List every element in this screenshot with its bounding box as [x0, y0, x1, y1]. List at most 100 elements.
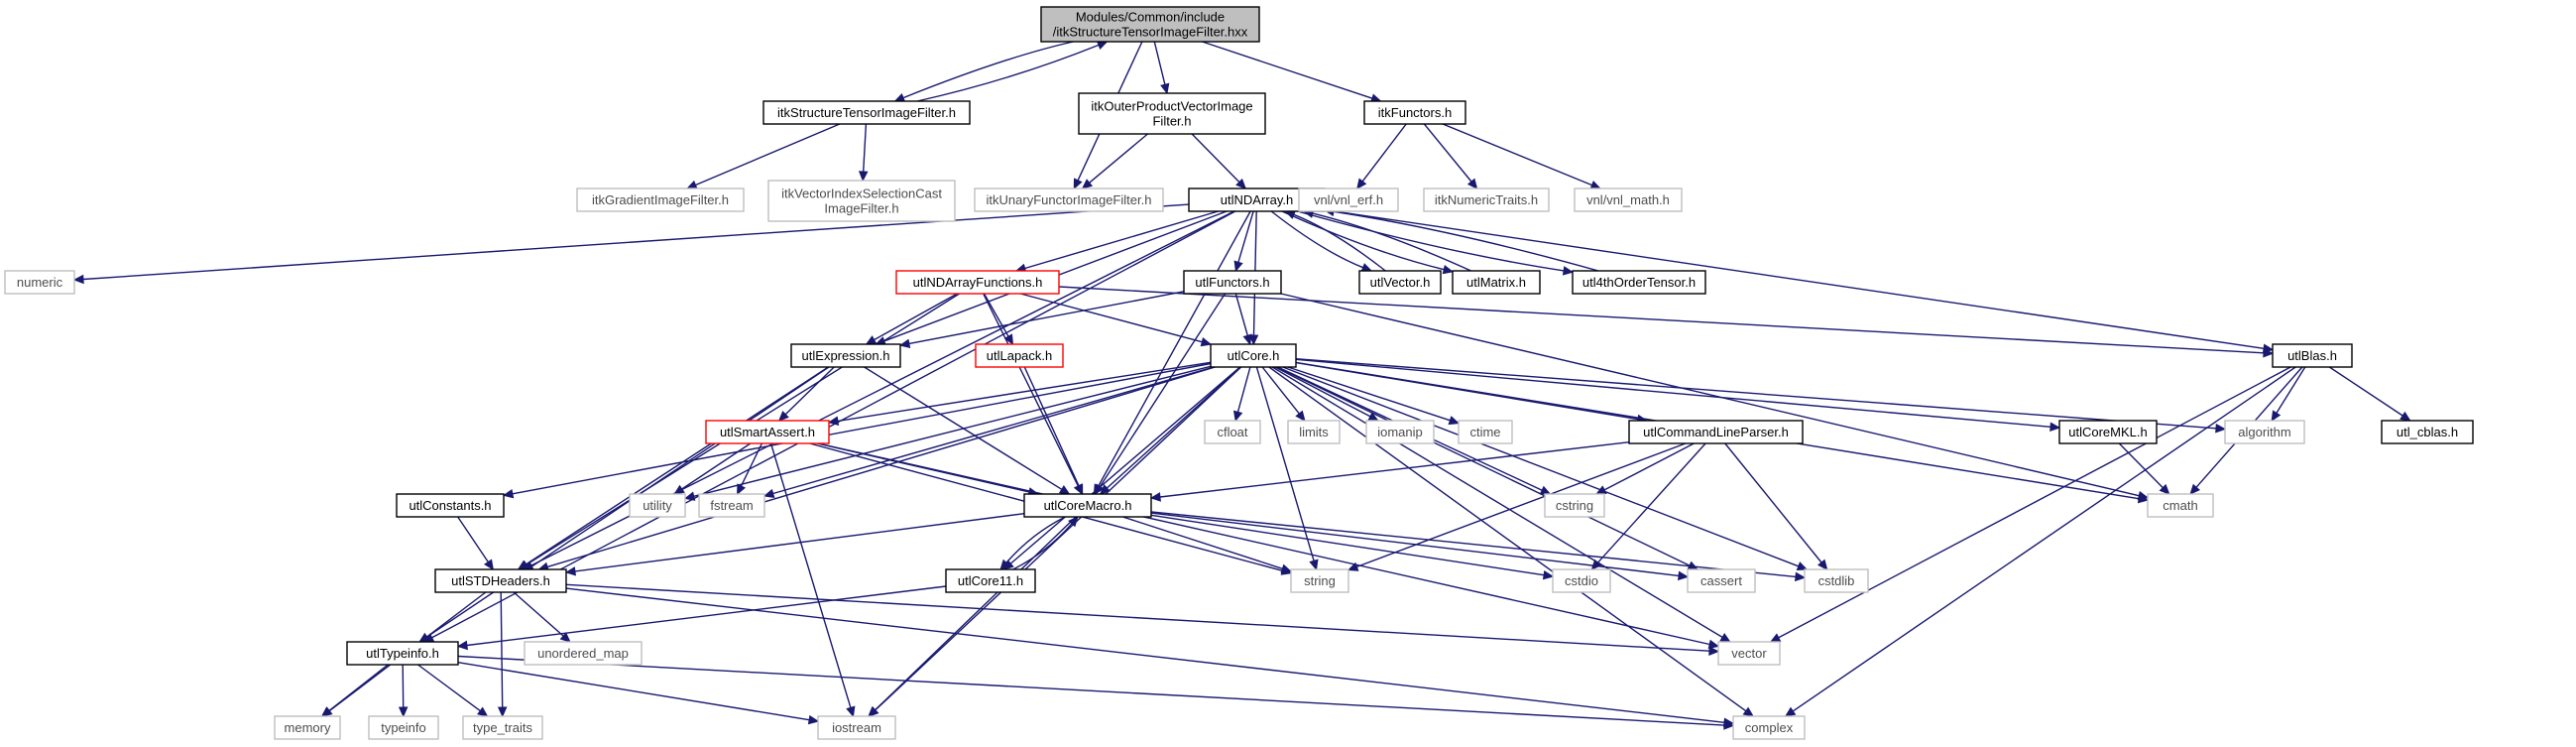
edge-line: [1150, 512, 1680, 577]
edge-line: [693, 365, 1212, 497]
node-ucore11[interactable]: utlCore11.h: [945, 568, 1036, 593]
node-ucoremacro[interactable]: utlCoreMacro.h: [1023, 493, 1152, 518]
node-iostream: iostream: [817, 715, 896, 740]
arrowhead: [2049, 422, 2061, 433]
edge-line: [1237, 210, 1254, 263]
node-ucore[interactable]: utlCore.h: [1210, 343, 1297, 368]
edge-ucore-to-ucoremkl: [1295, 358, 2061, 433]
node-box: [1452, 270, 1541, 295]
node-cstring: cstring: [1544, 493, 1605, 518]
arrowhead: [1347, 561, 1359, 571]
arrowhead: [777, 410, 789, 422]
node-ucmd[interactable]: utlCommandLineParser.h: [1628, 420, 1804, 444]
node-box: [368, 715, 439, 740]
edge-ucoremacro-to-cstdlib: [1150, 511, 1807, 582]
edge-ucmd-to-cstdlib: [1724, 442, 1828, 570]
node-label: utl_cblas.h: [2397, 425, 2458, 439]
edge-line: [1297, 210, 1565, 272]
node-usmart[interactable]: utlSmartAssert.h: [705, 420, 830, 444]
node-utypeinfo[interactable]: utlTypeinfo.h: [346, 641, 459, 666]
node-box: [1544, 493, 1605, 518]
edge-line: [875, 516, 1077, 711]
node-label: iomanip: [1377, 425, 1423, 439]
edge-line: [426, 366, 830, 638]
edge-ucore-to-limits: [1261, 366, 1306, 422]
node-cstdlib: cstdlib: [1804, 568, 1869, 593]
node-box: [1365, 420, 1435, 444]
edge-line: [1099, 293, 1227, 487]
edge-nda-to-ufunctors: [1233, 210, 1254, 273]
node-ublas[interactable]: utlBlas.h: [2272, 343, 2353, 368]
edge-line: [1098, 210, 1251, 487]
edge-usmart-to-vector: [817, 442, 1720, 650]
edge-line: [1024, 210, 1219, 270]
node-cfloat: cfloat: [1204, 420, 1261, 444]
node-label: utlMatrix.h: [1466, 275, 1526, 290]
arrowhead: [398, 706, 409, 718]
node-ulapack[interactable]: utlLapack.h: [975, 343, 1064, 368]
node-memory: memory: [274, 715, 341, 740]
node-nda[interactable]: utlNDArray.h: [1188, 187, 1326, 212]
node-box: [1204, 420, 1261, 444]
edge-ublas-to-algorithm: [2271, 366, 2306, 423]
node-box: [975, 343, 1064, 368]
edge-ucmd-to-ucoremacro: [1149, 441, 1630, 502]
node-u4th[interactable]: utl4thOrderTensor.h: [1572, 270, 1706, 295]
node-uconst[interactable]: utlConstants.h: [396, 493, 505, 518]
arrowhead: [999, 559, 1010, 570]
node-stif[interactable]: itkStructureTensorImageFilter.h: [762, 100, 971, 125]
arrowhead: [559, 632, 571, 643]
node-box: [1358, 270, 1442, 295]
node-grad: itkGradientImageFilter.h: [576, 187, 745, 212]
edge-line: [546, 366, 1216, 568]
edge-nda-to-ndaf: [1014, 210, 1219, 273]
edge-line: [1324, 208, 2265, 349]
node-label: cmath: [2163, 498, 2197, 513]
edge-ucore-to-ustd: [537, 366, 1216, 571]
node-box: [1287, 420, 1341, 444]
node-uexpr[interactable]: utlExpression.h: [790, 343, 901, 368]
edge-uexpr-to-ucoremacro: [864, 366, 1071, 495]
edge-line: [1009, 366, 1241, 564]
arrowhead: [1542, 569, 1555, 580]
arrowhead: [893, 92, 906, 102]
arrowhead: [1003, 333, 1014, 346]
edge-ucore-to-vector: [1271, 366, 1731, 643]
node-label: vnl/vnl_erf.h: [1314, 192, 1383, 207]
edge-line: [1012, 523, 1073, 570]
node-box: [762, 100, 971, 125]
edge-usmart-to-fstream: [737, 442, 763, 496]
node-ucoremkl[interactable]: utlCoreMKL.h: [2058, 420, 2158, 444]
node-ustd[interactable]: utlSTDHeaders.h: [434, 568, 567, 593]
edge-line: [574, 513, 1025, 572]
node-label: utlSmartAssert.h: [720, 425, 815, 439]
node-label: itkStructureTensorImageFilter.h: [777, 105, 956, 120]
edge-line: [740, 442, 763, 487]
edge-line: [417, 664, 481, 712]
node-root[interactable]: Modules/Common/include/itkStructureTenso…: [1040, 6, 1260, 43]
arrowhead: [762, 488, 775, 499]
edge-ndaf-to-ucoremacro: [983, 293, 1083, 496]
node-umatrix[interactable]: utlMatrix.h: [1452, 270, 1541, 295]
node-box: [2381, 420, 2474, 444]
edge-line: [769, 442, 852, 708]
node-ucblas[interactable]: utl_cblas.h: [2381, 420, 2474, 444]
edge-root-to-stif: [893, 41, 1074, 102]
node-ndaf[interactable]: utlNDArrayFunctions.h: [895, 270, 1060, 295]
node-uvector[interactable]: utlVector.h: [1358, 270, 1442, 295]
node-type_traits: type_traits: [462, 715, 543, 740]
arrowhead: [1235, 178, 1247, 189]
edge-nda-to-umatrix: [1281, 210, 1455, 275]
node-functors[interactable]: itkFunctors.h: [1363, 100, 1466, 125]
edge-ustd-to-vector: [565, 583, 1720, 656]
node-label: utlCommandLineParser.h: [1643, 425, 1789, 439]
node-label: utlTypeinfo.h: [366, 646, 439, 661]
node-label: vector: [1731, 646, 1767, 661]
edges-layer: [72, 41, 2411, 730]
edge-uconst-to-ustd: [457, 516, 494, 571]
node-ufunctors[interactable]: utlFunctors.h: [1183, 270, 1282, 295]
edge-line: [1202, 41, 1373, 99]
node-typeinfo: typeinfo: [368, 715, 439, 740]
arrowhead: [1589, 180, 1602, 189]
